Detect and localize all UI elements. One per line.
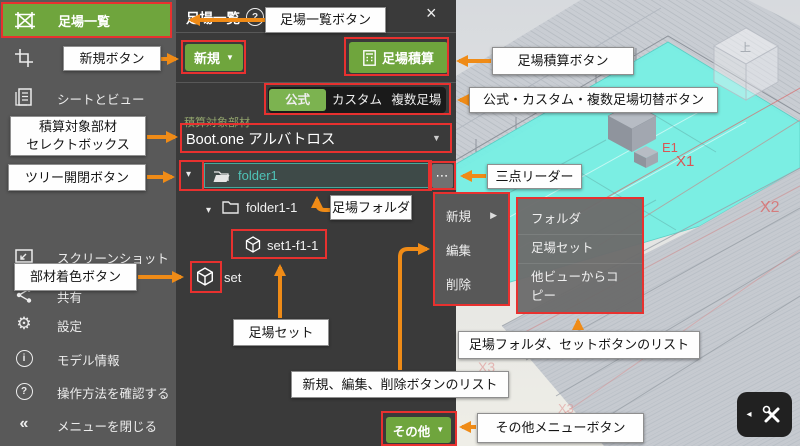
submenu-arrow-icon: ▶ [490,209,497,220]
select-caret-icon[interactable]: ▼ [432,133,441,143]
submenu-item-copy-from-view[interactable]: 他ビューからコピー [518,262,642,306]
help-circle-icon: ? [14,381,34,401]
tools-icon [761,404,783,426]
callout-submenu-list: 足場フォルダ、セットボタンのリスト [458,331,700,359]
context-menu: 新規 ▶ 編集 削除 [433,192,510,306]
callout-new-button: 新規ボタン [63,46,161,71]
tree-row-folder1-1[interactable]: folder1-1 [246,200,298,215]
panel-title: 足場一覧 [186,11,240,26]
panel-help-icon[interactable]: ? [246,8,264,26]
sidebar-item-label: モデル情報 [57,354,120,368]
tab-custom[interactable]: カスタム [331,93,382,107]
tools-fab[interactable]: ◂ [737,392,792,437]
screenshot-icon [14,246,34,266]
sidebar-item-close-menu[interactable]: « メニューを閉じる [0,413,176,435]
info-icon: i [14,348,34,368]
concrete-block [607,102,658,168]
sidebar-item-help[interactable]: ? 操作方法を確認する [0,380,176,402]
callout-scaffold-folder: 足場フォルダ [330,195,412,220]
new-button[interactable]: 新規▼ [185,44,243,71]
grid-label-x1: X1 [676,153,694,170]
sidebar-item-label: 足場一覧 [58,14,111,29]
sidebar-item-label: シートとビュー [57,93,145,107]
crop-icon [14,48,34,68]
tree-expand-button-child[interactable]: ▾ [206,205,212,216]
scaffold-icon [14,10,36,36]
folder-icon [222,200,239,219]
sidebar-item-label: 操作方法を確認する [57,387,170,401]
callout-scaffold-list-button: 足場一覧ボタン [265,7,386,33]
callout-menu-list: 新規、編集、削除ボタンのリスト [291,371,509,398]
collapse-chevrons-icon: « [19,415,29,432]
sidebar-item-scaffold-list[interactable]: 足場一覧 [2,4,172,37]
sidebar-item-label: 共有 [57,291,83,305]
sidebar-item-settings[interactable]: ⚙ 設定 [0,313,176,335]
callout-part-coloring: 部材着色ボタン [14,263,137,291]
sidebar-item-label: 設定 [57,320,83,334]
gear-icon: ⚙ [16,314,32,333]
callout-tab-switch: 公式・カスタム・複数足場切替ボタン [469,87,718,113]
tree-expand-button[interactable]: ▾ [186,169,192,180]
part-coloring-button[interactable] [196,267,214,291]
grid-label-x2: X2 [760,199,780,216]
view-cube-top-label: 上 [740,41,751,54]
panel-close-button[interactable]: × [426,3,437,23]
grid-label-e1: E1 [662,140,678,155]
sidebar: 足場一覧 シートとビュー [0,0,176,446]
sidebar-item-sheets-views[interactable]: シートとビュー [0,86,176,108]
callout-tree-toggle: ツリー開閉ボタン [8,164,146,191]
estimate-button[interactable]: 足場積算 [349,42,448,73]
ellipsis-button[interactable]: ⋯ [432,164,453,188]
folder-open-icon [213,169,230,183]
submenu-item-scaffold-set[interactable]: 足場セット [518,233,642,258]
chevron-down-icon: ▼ [226,52,234,62]
scope-tab-group: 公式 カスタム 複数足場 [268,87,446,113]
sheets-icon [14,87,34,107]
view-cube[interactable]: 上 [712,27,780,101]
tree-row-set[interactable]: set [224,270,242,285]
grid-label-x3b: X3 [558,401,574,416]
callout-select-box: 積算対象部材 セレクトボックス [10,116,146,156]
collapse-triangle-icon: ◂ [746,409,752,420]
menu-item-new[interactable]: 新規 ▶ [446,209,497,224]
tree-row-set1-f1-1[interactable]: set1-f1-1 [267,238,319,253]
context-submenu: フォルダ 足場セット 他ビューからコピー [516,197,644,314]
callout-estimate-button: 足場積算ボタン [492,47,634,75]
callout-scaffold-set: 足場セット [233,319,329,346]
tree-row-label: folder1 [238,168,278,183]
tab-multi-scaffold[interactable]: 複数足場 [391,93,442,107]
submenu-item-folder[interactable]: フォルダ [531,211,582,226]
cube-icon [245,236,261,258]
chevron-down-icon: ▼ [436,425,445,434]
tree-row-folder1[interactable]: folder1 [204,163,430,188]
target-part-select[interactable]: Boot.one アルバトロス [186,132,336,148]
menu-item-edit[interactable]: 編集 [446,243,472,258]
tab-official[interactable]: 公式 [269,89,327,111]
sidebar-item-model-info[interactable]: i モデル情報 [0,347,176,369]
callout-more-menu-button: その他メニューボタン [477,413,644,443]
sidebar-item-plan[interactable] [0,47,176,69]
calculator-icon [363,49,376,66]
menu-item-delete[interactable]: 削除 [446,277,472,292]
callout-ellipsis: 三点リーダー [487,164,582,189]
sidebar-item-screenshot[interactable]: スクリーンショット [0,245,176,267]
sidebar-item-label: スクリーンショット [57,252,169,266]
sidebar-item-label: メニューを閉じる [57,420,158,434]
more-menu-button[interactable]: その他▼ [386,417,451,443]
